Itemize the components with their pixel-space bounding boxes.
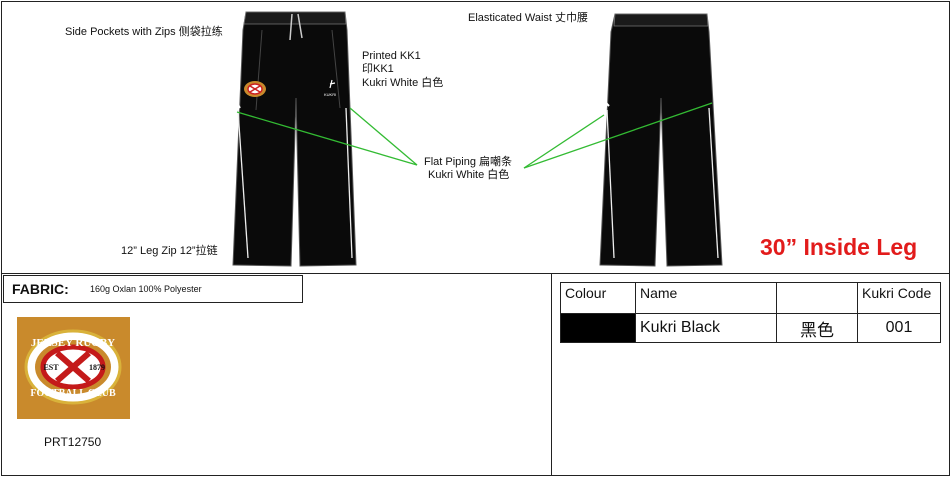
flat-piping-pointer-lines xyxy=(236,102,713,169)
header-name: Name xyxy=(635,282,777,314)
header-kukri-code: Kukri Code xyxy=(857,282,941,314)
header-chinese xyxy=(776,282,858,314)
colour-table-header: Colour Name Kukri Code xyxy=(560,282,941,314)
printed-kk1-chinese-label: 印KK1 xyxy=(362,63,394,75)
front-trousers-drawing xyxy=(232,11,357,267)
product-code: PRT12750 xyxy=(44,435,102,449)
printed-kk1-colour-label: Kukri White 白色 xyxy=(362,77,444,89)
logo-bottom-text: FOOTBALL CLUB xyxy=(30,388,116,399)
kukri-logo-mark: KUKRI xyxy=(324,79,336,97)
kukri-mark-text: KUKRI xyxy=(324,92,336,97)
logo-top-text: JERSEY RUGBY xyxy=(31,337,115,349)
logo-year-text: 1879 xyxy=(89,363,105,372)
logo-est-text: EST xyxy=(43,363,59,372)
side-pockets-label: Side Pockets with Zips 侧袋拉练 xyxy=(65,26,223,38)
colour-name: Kukri Black xyxy=(635,313,777,343)
colour-table: Colour Name Kukri Code Kukri Black 黑色 00… xyxy=(560,282,941,343)
fabric-key: FABRIC: xyxy=(12,281,69,297)
fabric-box: FABRIC: 160g Oxlan 100% Polyester xyxy=(3,275,303,303)
flat-piping-label: Flat Piping 扁嘲条 xyxy=(424,156,513,168)
table-row: Kukri Black 黑色 001 xyxy=(560,313,941,343)
colour-chinese-name: 黑色 xyxy=(776,313,858,343)
back-trousers-drawing xyxy=(599,13,723,267)
header-colour: Colour xyxy=(560,282,636,314)
inside-leg-label: 30” Inside Leg xyxy=(760,234,918,260)
section-divider-horizontal xyxy=(2,273,949,274)
leg-zip-label: 12” Leg Zip 12”拉链 xyxy=(121,245,218,257)
club-logo: JERSEY RUGBY FOOTBALL CLUB EST 1879 xyxy=(17,317,130,419)
section-divider-vertical xyxy=(551,274,552,476)
fabric-value: 160g Oxlan 100% Polyester xyxy=(90,284,202,294)
printed-kk1-label: Printed KK1 xyxy=(362,50,421,62)
kukri-code: 001 xyxy=(857,313,941,343)
elasticated-waist-label: Elasticated Waist 丈巾腰 xyxy=(468,12,589,24)
flat-piping-colour-label: Kukri White 白色 xyxy=(428,169,510,181)
colour-swatch xyxy=(560,313,636,343)
front-club-badge xyxy=(244,81,266,97)
